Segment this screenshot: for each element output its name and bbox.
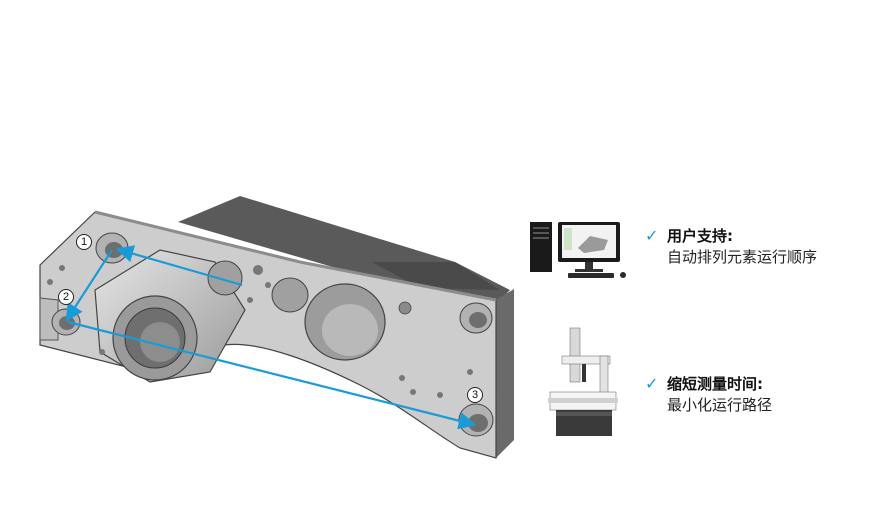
- marker-1: 1: [76, 234, 92, 250]
- feature-description: 自动排列元素运行顺序: [667, 248, 818, 266]
- machined-part: [39, 196, 514, 459]
- marker-3-label: 3: [472, 389, 478, 401]
- feature-title: 用户支持:: [667, 227, 733, 245]
- marker-1-label: 1: [81, 236, 87, 248]
- part-boss: [94, 249, 246, 383]
- marker-2-label: 2: [63, 291, 69, 303]
- cmm-machine-icon: [548, 327, 618, 436]
- path-arrow-2-to-3: [67, 320, 477, 430]
- checkmark-icon: ✓: [645, 374, 659, 393]
- feature-user-support: ✓ 用户支持: 自动排列元素运行顺序: [645, 226, 817, 268]
- path-arrow-return-to-1: [115, 245, 243, 287]
- feature-description: 最小化运行路径: [667, 396, 773, 414]
- checkmark-icon: ✓: [645, 226, 659, 245]
- measurement-path: [65, 245, 477, 430]
- part-right-edge: [496, 289, 514, 458]
- path-arrow-1-to-2: [65, 249, 113, 322]
- feature-title: 缩短测量时间:: [667, 375, 763, 393]
- marker-3: 3: [467, 387, 483, 403]
- marker-2: 2: [58, 289, 74, 305]
- computer-icon: [530, 222, 626, 278]
- feature-shorten-time: ✓ 缩短测量时间: 最小化运行路径: [645, 374, 772, 416]
